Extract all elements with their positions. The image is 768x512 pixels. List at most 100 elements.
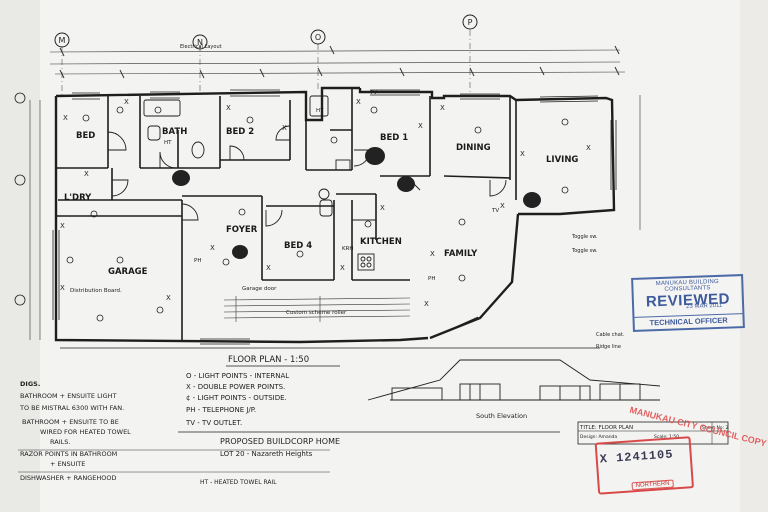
room-label-kitchen: KITCHEN xyxy=(360,237,402,247)
svg-text:X: X xyxy=(166,294,171,302)
small-annotations: PH PH TV TV HT HT KRH Distribution Board. G… xyxy=(70,90,499,316)
svg-text:HT: HT xyxy=(316,108,324,114)
scan-marks xyxy=(172,147,541,259)
project-name: PROPOSED BUILDCORP HOME xyxy=(220,437,340,446)
dimension-text: Electrical Layout xyxy=(180,44,222,50)
svg-text:Garage door: Garage door xyxy=(242,286,277,292)
svg-text:X - DOUBLE POWER POINTS.: X - DOUBLE POWER POINTS. xyxy=(186,383,285,391)
south-elevation-sketch xyxy=(367,359,661,401)
svg-text:X: X xyxy=(124,98,129,106)
svg-text:X: X xyxy=(380,204,385,212)
svg-text:RAZOR POINTS IN BATHROOM: RAZOR POINTS IN BATHROOM xyxy=(20,450,117,458)
svg-text:BATHROOM + ENSUITE LIGHT: BATHROOM + ENSUITE LIGHT xyxy=(20,392,117,400)
steps xyxy=(223,296,411,322)
grid-marker-o: O xyxy=(310,29,326,45)
grid-marker-n: N xyxy=(192,34,208,50)
project-ht: HT - HEATED TOWEL RAIL xyxy=(200,479,277,486)
svg-text:PH - TELEPHONE J/P.: PH - TELEPHONE J/P. xyxy=(186,406,256,414)
svg-text:WIRED FOR HEATED TOWEL: WIRED FOR HEATED TOWEL xyxy=(40,428,131,436)
svg-text:FLOOR PLAN - 1:50: FLOOR PLAN - 1:50 xyxy=(228,355,309,365)
svg-text:DIGS.: DIGS. xyxy=(20,380,40,388)
reviewed-stamp-date: 23 MAR 2011 xyxy=(686,302,723,311)
svg-text:BATHROOM + ENSUITE TO BE: BATHROOM + ENSUITE TO BE xyxy=(22,418,119,426)
svg-text:X: X xyxy=(520,150,525,158)
room-label-bed4: BED 4 xyxy=(284,241,312,251)
room-label-dining: DINING xyxy=(456,143,491,153)
svg-text:N: N xyxy=(197,38,203,47)
svg-text:Distribution Board.: Distribution Board. xyxy=(70,288,122,294)
light-points xyxy=(66,106,569,322)
title-block-title: TITLE: FLOOR PLAN xyxy=(579,425,633,431)
svg-text:X: X xyxy=(63,114,68,122)
svg-text:PH: PH xyxy=(194,258,201,264)
grid-marker-p: P xyxy=(462,14,478,30)
svg-text:TV - TV OUTLET.: TV - TV OUTLET. xyxy=(185,419,242,427)
svg-text:M: M xyxy=(59,36,66,45)
room-label-bed: BED xyxy=(76,131,95,141)
title-block: TITLE: FLOOR PLAN Design: Amanda Scale: … xyxy=(577,421,729,445)
floor-plan-title: FLOOR PLAN - 1:50 xyxy=(60,347,600,367)
svg-text:X: X xyxy=(60,284,65,292)
svg-text:X: X xyxy=(226,104,231,112)
svg-text:O: O xyxy=(315,33,321,42)
svg-text:X: X xyxy=(266,264,271,272)
legend: O - LIGHT POINTS - INTERNAL X - DOUBLE P… xyxy=(185,372,289,427)
svg-text:X: X xyxy=(430,250,435,258)
svg-text:HT: HT xyxy=(164,140,172,146)
room-label-family: FAMILY xyxy=(444,249,478,259)
svg-text:P: P xyxy=(468,18,473,27)
svg-text:Cable chat.: Cable chat. xyxy=(596,332,625,338)
project-block: PROPOSED BUILDCORP HOME LOT 20 - Nazaret… xyxy=(178,431,560,486)
room-label-foyer: FOYER xyxy=(226,225,258,235)
windows xyxy=(52,89,617,345)
doors xyxy=(107,125,507,227)
side-grid-markers xyxy=(14,92,26,306)
svg-text:TV: TV xyxy=(369,90,377,96)
svg-text:¢ - LIGHT POINTS - OUTSIDE.: ¢ - LIGHT POINTS - OUTSIDE. xyxy=(186,394,287,402)
svg-text:Toggle sw.: Toggle sw. xyxy=(571,234,598,240)
svg-text:X: X xyxy=(84,170,89,178)
svg-text:+ ENSUITE: + ENSUITE xyxy=(50,460,85,468)
notes-left: DIGS. BATHROOM + ENSUITE LIGHT TO BE MIS… xyxy=(19,380,131,482)
svg-text:X: X xyxy=(418,122,423,130)
council-stamp: MANUKAU CITY COUNCIL COPY X 1241105 NORT… xyxy=(587,405,768,507)
dimension-lines xyxy=(29,45,641,340)
svg-text:TO BE MISTRAL 6300 WITH FAN.: TO BE MISTRAL 6300 WITH FAN. xyxy=(19,404,124,412)
svg-text:X: X xyxy=(60,222,65,230)
right-notes: Toggle sw. Toggle sw. Cable chat. Ridge … xyxy=(571,234,625,350)
project-lot: LOT 20 - Nazareth Heights xyxy=(220,450,313,458)
reviewed-stamp: MANUKAU BUILDING CONSULTANTS REVIEWED 23… xyxy=(631,274,745,332)
room-label-garage: GARAGE xyxy=(108,267,148,277)
grid-marker-m: M xyxy=(54,32,70,48)
room-label-living: LIVING xyxy=(546,155,578,165)
title-block-sheet: Sheet No: 2 xyxy=(702,425,729,431)
reviewed-stamp-officer: TECHNICAL OFFICER xyxy=(634,313,743,328)
svg-text:O - LIGHT POINTS - INTERNAL: O - LIGHT POINTS - INTERNAL xyxy=(186,372,289,380)
title-block-scale: Scale: 1:50 xyxy=(654,434,679,440)
note-lines xyxy=(18,449,330,473)
svg-text:Electrical Layout: Electrical Layout xyxy=(180,44,222,50)
svg-text:RAILS.: RAILS. xyxy=(50,438,70,446)
svg-text:X: X xyxy=(282,124,287,132)
elevation-label: South Elevation xyxy=(476,412,527,420)
room-label-bed2: BED 2 xyxy=(226,127,254,137)
svg-text:X: X xyxy=(424,300,429,308)
title-block-design: Design: Amanda xyxy=(580,434,617,440)
svg-text:X: X xyxy=(210,244,215,252)
svg-text:DISHWASHER + RANGEHOOD: DISHWASHER + RANGEHOOD xyxy=(20,474,117,482)
svg-text:Ridge line: Ridge line xyxy=(596,344,621,350)
svg-text:TV: TV xyxy=(491,208,499,214)
svg-text:Custom scheme roller: Custom scheme roller xyxy=(286,310,347,316)
svg-text:X: X xyxy=(500,202,505,210)
svg-text:PH: PH xyxy=(428,276,435,282)
room-label-bed1: BED 1 xyxy=(380,133,408,143)
svg-text:KRH: KRH xyxy=(342,246,354,252)
svg-text:X: X xyxy=(340,264,345,272)
svg-text:Toggle sw.: Toggle sw. xyxy=(571,248,598,254)
svg-text:X: X xyxy=(440,104,445,112)
room-label-bath: BATH xyxy=(162,127,187,137)
fixtures xyxy=(143,95,376,271)
